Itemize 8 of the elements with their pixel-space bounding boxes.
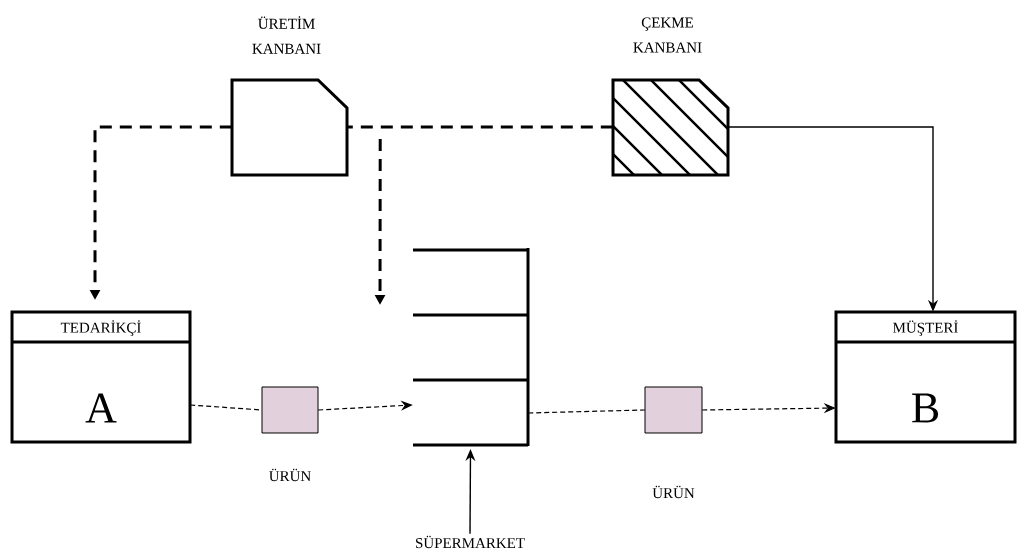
supermarket-label: SÜPERMARKET [416, 535, 525, 549]
product-label: ÜRÜN [269, 468, 311, 482]
supermarket-shelf [413, 248, 530, 447]
party-box: MÜŞTERİ B [834, 310, 1017, 444]
card-heading: ÇEKME KANBANI [633, 17, 702, 53]
card-heading: ÜRETİM KANBANI [252, 16, 321, 54]
product-label: ÜRÜN [652, 485, 695, 499]
party-box: TEDARİKÇİ A [10, 310, 192, 444]
